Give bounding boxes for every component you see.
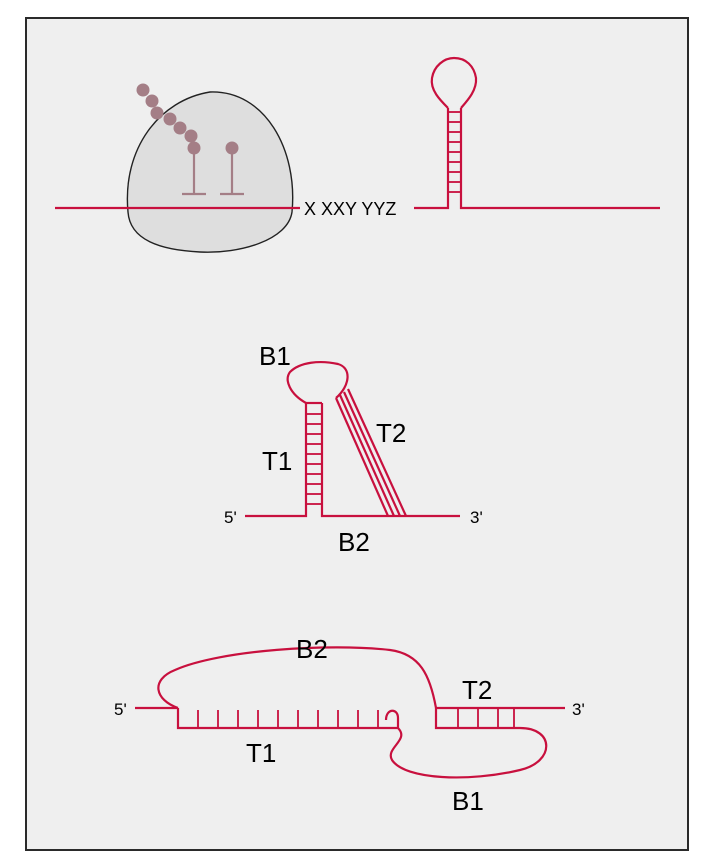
label-t1: T1 [262, 446, 292, 476]
label-t2-linear: T2 [462, 675, 492, 705]
panel-pseudoknot-linear: B2 T2 T1 B1 5' 3' [114, 634, 585, 816]
trna-2 [220, 150, 244, 196]
label-t2: T2 [376, 418, 406, 448]
strand-2 [245, 361, 460, 518]
stem-t1-rungs-linear [197, 710, 379, 728]
label-b1-linear: B1 [452, 786, 484, 816]
stem-t1-rungs [306, 413, 322, 505]
peptide-chain [136, 83, 239, 155]
label-5-prime: 5' [224, 508, 237, 527]
trna-1 [182, 150, 206, 196]
codon-sequence: X XXY YYZ [304, 199, 396, 219]
label-b1: B1 [259, 341, 291, 371]
label-b2: B2 [338, 527, 370, 557]
label-b2-linear: B2 [296, 634, 328, 664]
panel-translation: X XXY YYZ [55, 56, 660, 253]
stem-t2-rungs-linear [457, 708, 515, 728]
label-5-prime-linear: 5' [114, 700, 127, 719]
label-t1-linear: T1 [246, 738, 276, 768]
hairpin-rungs [448, 111, 461, 193]
panel-pseudoknot-hairpin: B1 T1 T2 B2 5' 3' [224, 341, 483, 557]
label-3-prime-linear: 3' [572, 700, 585, 719]
label-3-prime: 3' [470, 508, 483, 527]
